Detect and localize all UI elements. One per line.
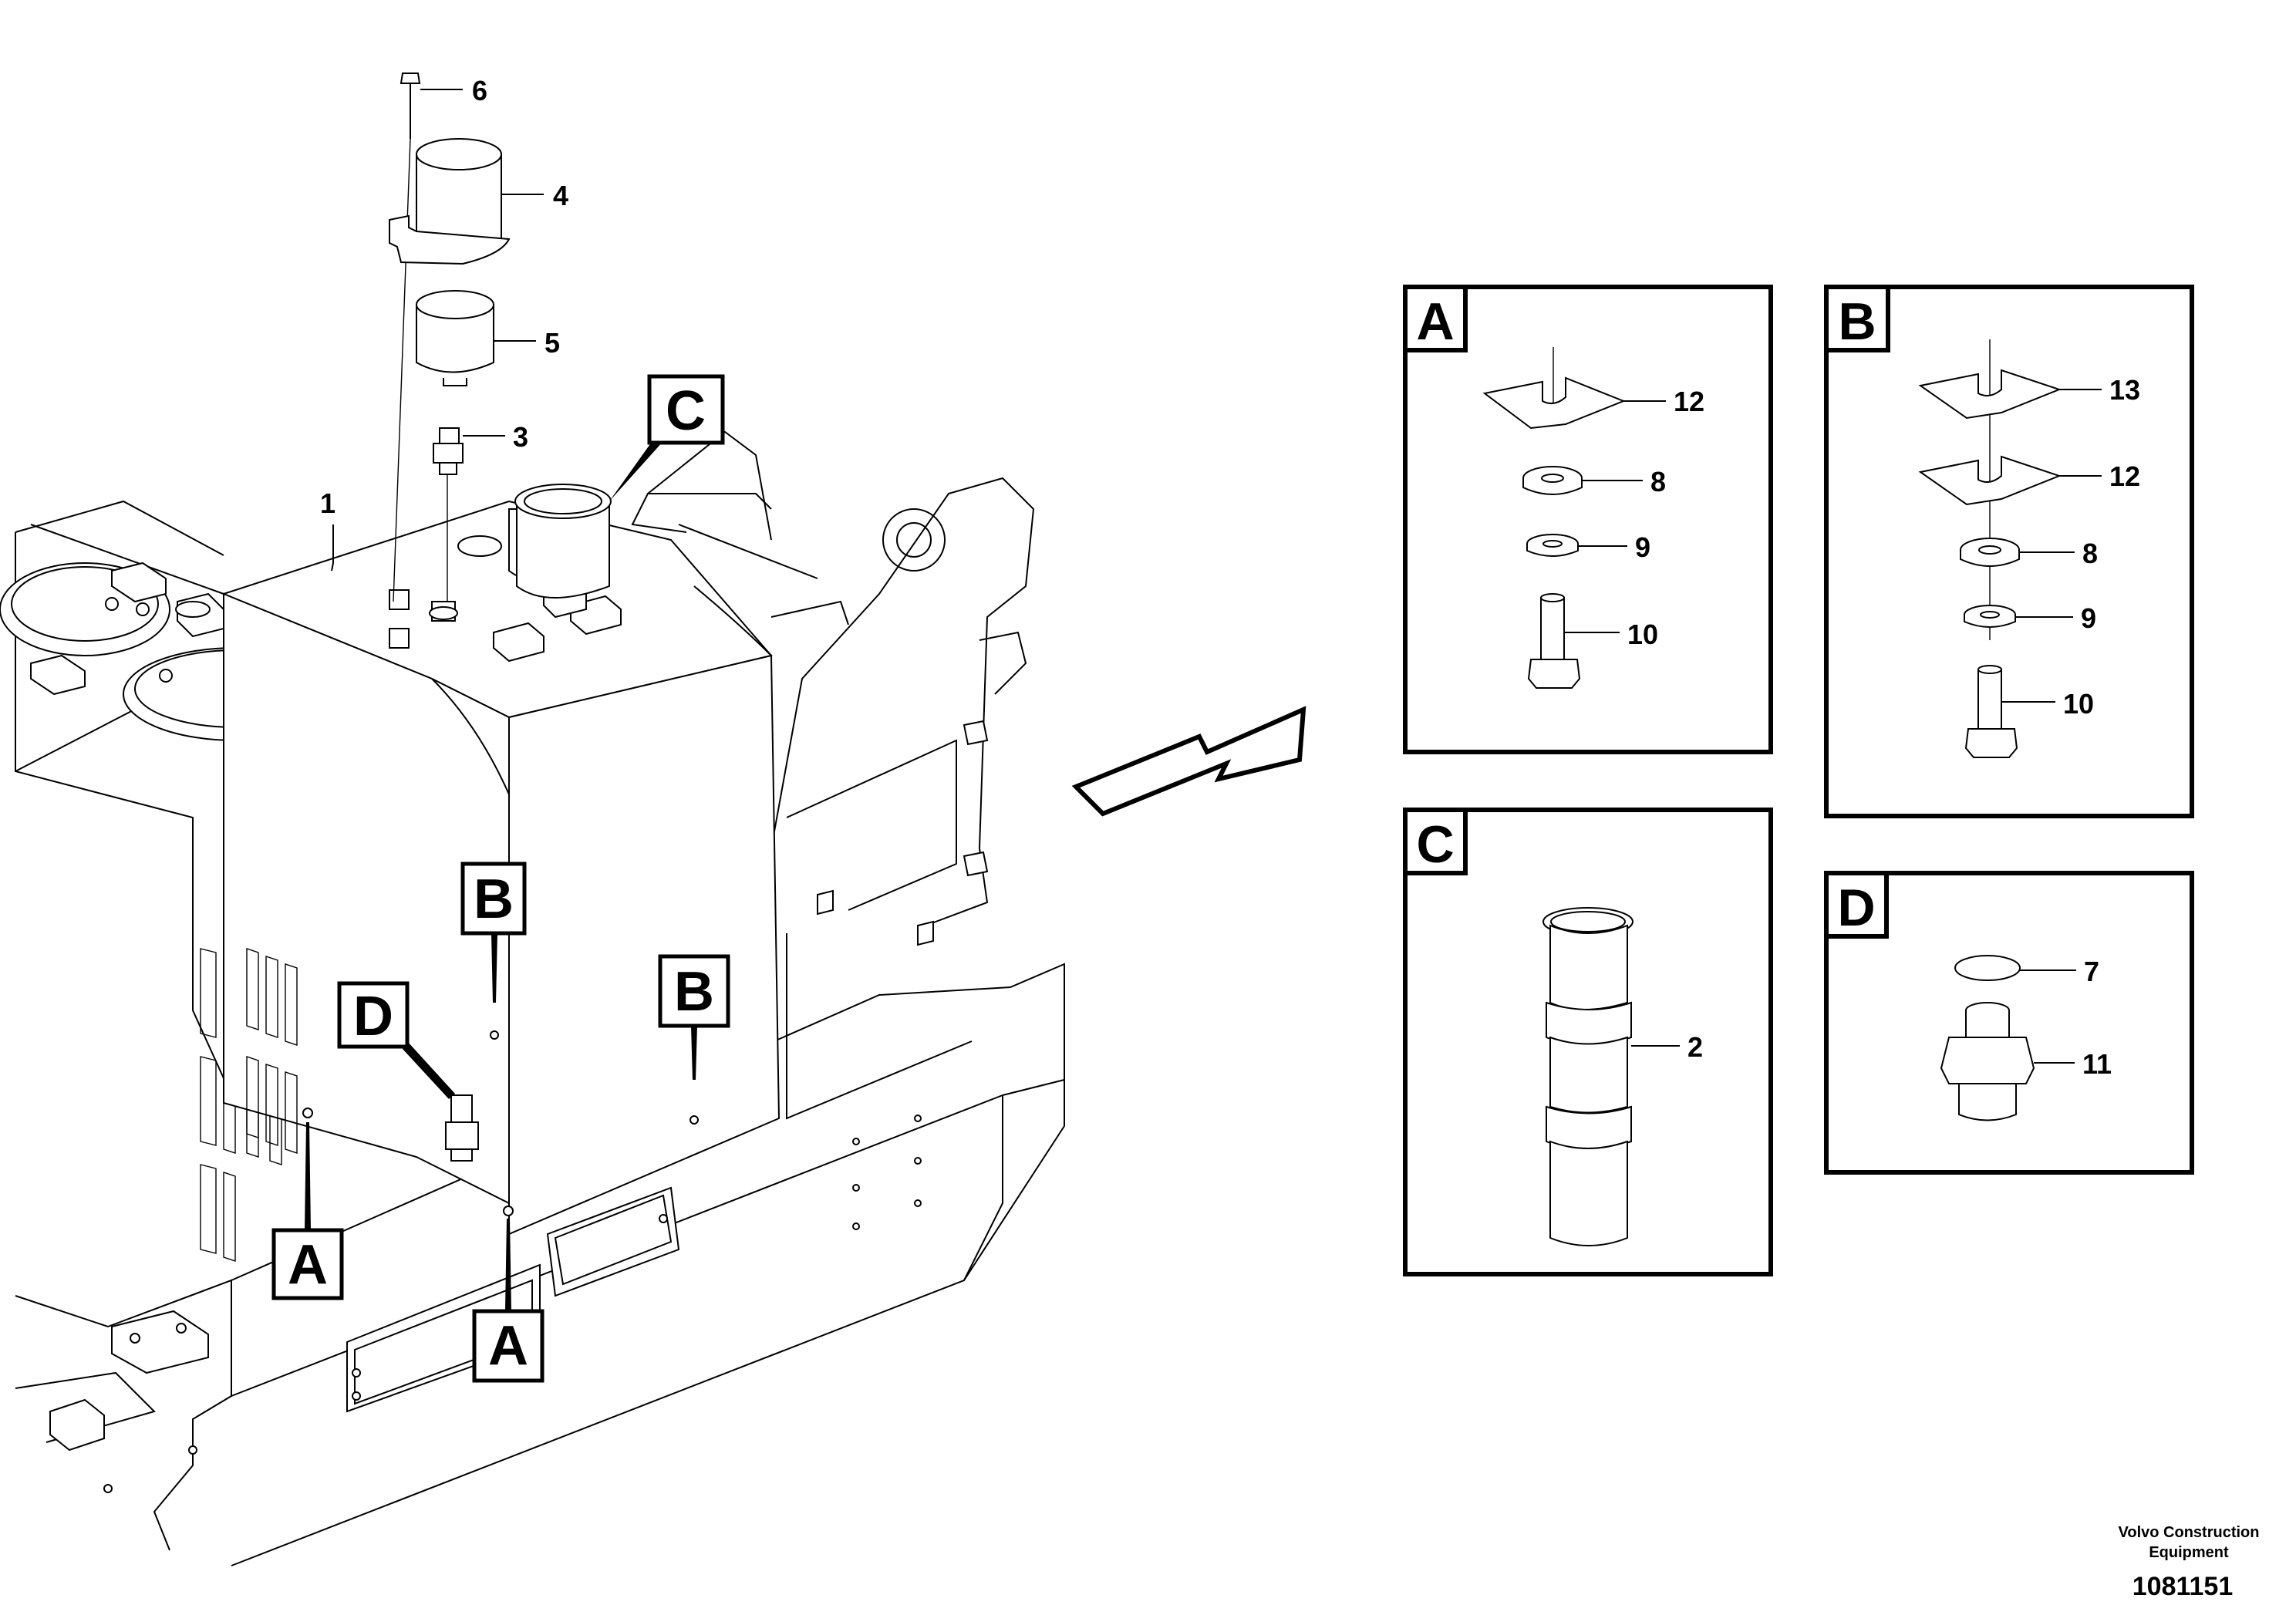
detail-markers: C B B D A A xyxy=(271,374,730,1383)
detail-d-label-7: 7 xyxy=(2084,956,2099,987)
marker-b-left: B xyxy=(474,868,514,930)
detail-a-label-10: 10 xyxy=(1627,619,1658,650)
detail-c-letter: C xyxy=(1416,815,1454,874)
callout-4: 4 xyxy=(553,180,568,211)
detail-b-label-9: 9 xyxy=(2081,602,2096,634)
direction-arrow xyxy=(1071,706,1306,817)
detail-a-label-12: 12 xyxy=(1674,386,1704,417)
detail-b-letter: B xyxy=(1838,292,1876,351)
detail-d-label-11: 11 xyxy=(2082,1048,2112,1080)
company-line1: Volvo Construction xyxy=(2119,1524,2260,1541)
callout-1: 1 xyxy=(320,487,335,519)
callout-5: 5 xyxy=(544,327,560,359)
detail-a-letter: A xyxy=(1416,292,1454,351)
detail-d-letter: D xyxy=(1837,878,1875,937)
detail-c-label-2: 2 xyxy=(1687,1031,1703,1063)
detail-b-label-8: 8 xyxy=(2082,538,2098,569)
drawing-number: 1081151 xyxy=(2132,1572,2234,1601)
marker-b-right: B xyxy=(674,961,714,1023)
exploded-parts xyxy=(389,73,511,602)
marker-a-right: A xyxy=(488,1315,528,1377)
detail-a-panel: A 12 8 9 10 xyxy=(1403,285,1773,754)
detail-b-label-10: 10 xyxy=(2063,688,2094,720)
callout-3: 3 xyxy=(513,421,528,453)
detail-a-label-9: 9 xyxy=(1635,531,1650,563)
detail-b-label-13: 13 xyxy=(2109,374,2140,406)
detail-b-panel: B 13 12 8 9 10 xyxy=(1824,285,2194,818)
detail-d-panel: D 7 11 xyxy=(1824,871,2194,1175)
detail-a-label-8: 8 xyxy=(1650,466,1666,497)
main-callouts: 6 4 5 3 1 xyxy=(320,75,568,572)
breather-fitting xyxy=(445,1094,479,1162)
marker-a-left: A xyxy=(288,1234,328,1296)
marker-c: C xyxy=(666,380,706,442)
filler-neck xyxy=(508,484,612,599)
footer: Volvo Construction Equipment 1081151 xyxy=(2119,1524,2260,1601)
callout-6: 6 xyxy=(472,75,487,106)
company-line2: Equipment xyxy=(2149,1544,2229,1561)
detail-b-label-12: 12 xyxy=(2109,460,2140,492)
detail-c-panel: C 2 xyxy=(1403,808,1773,1276)
marker-d: D xyxy=(353,986,393,1047)
